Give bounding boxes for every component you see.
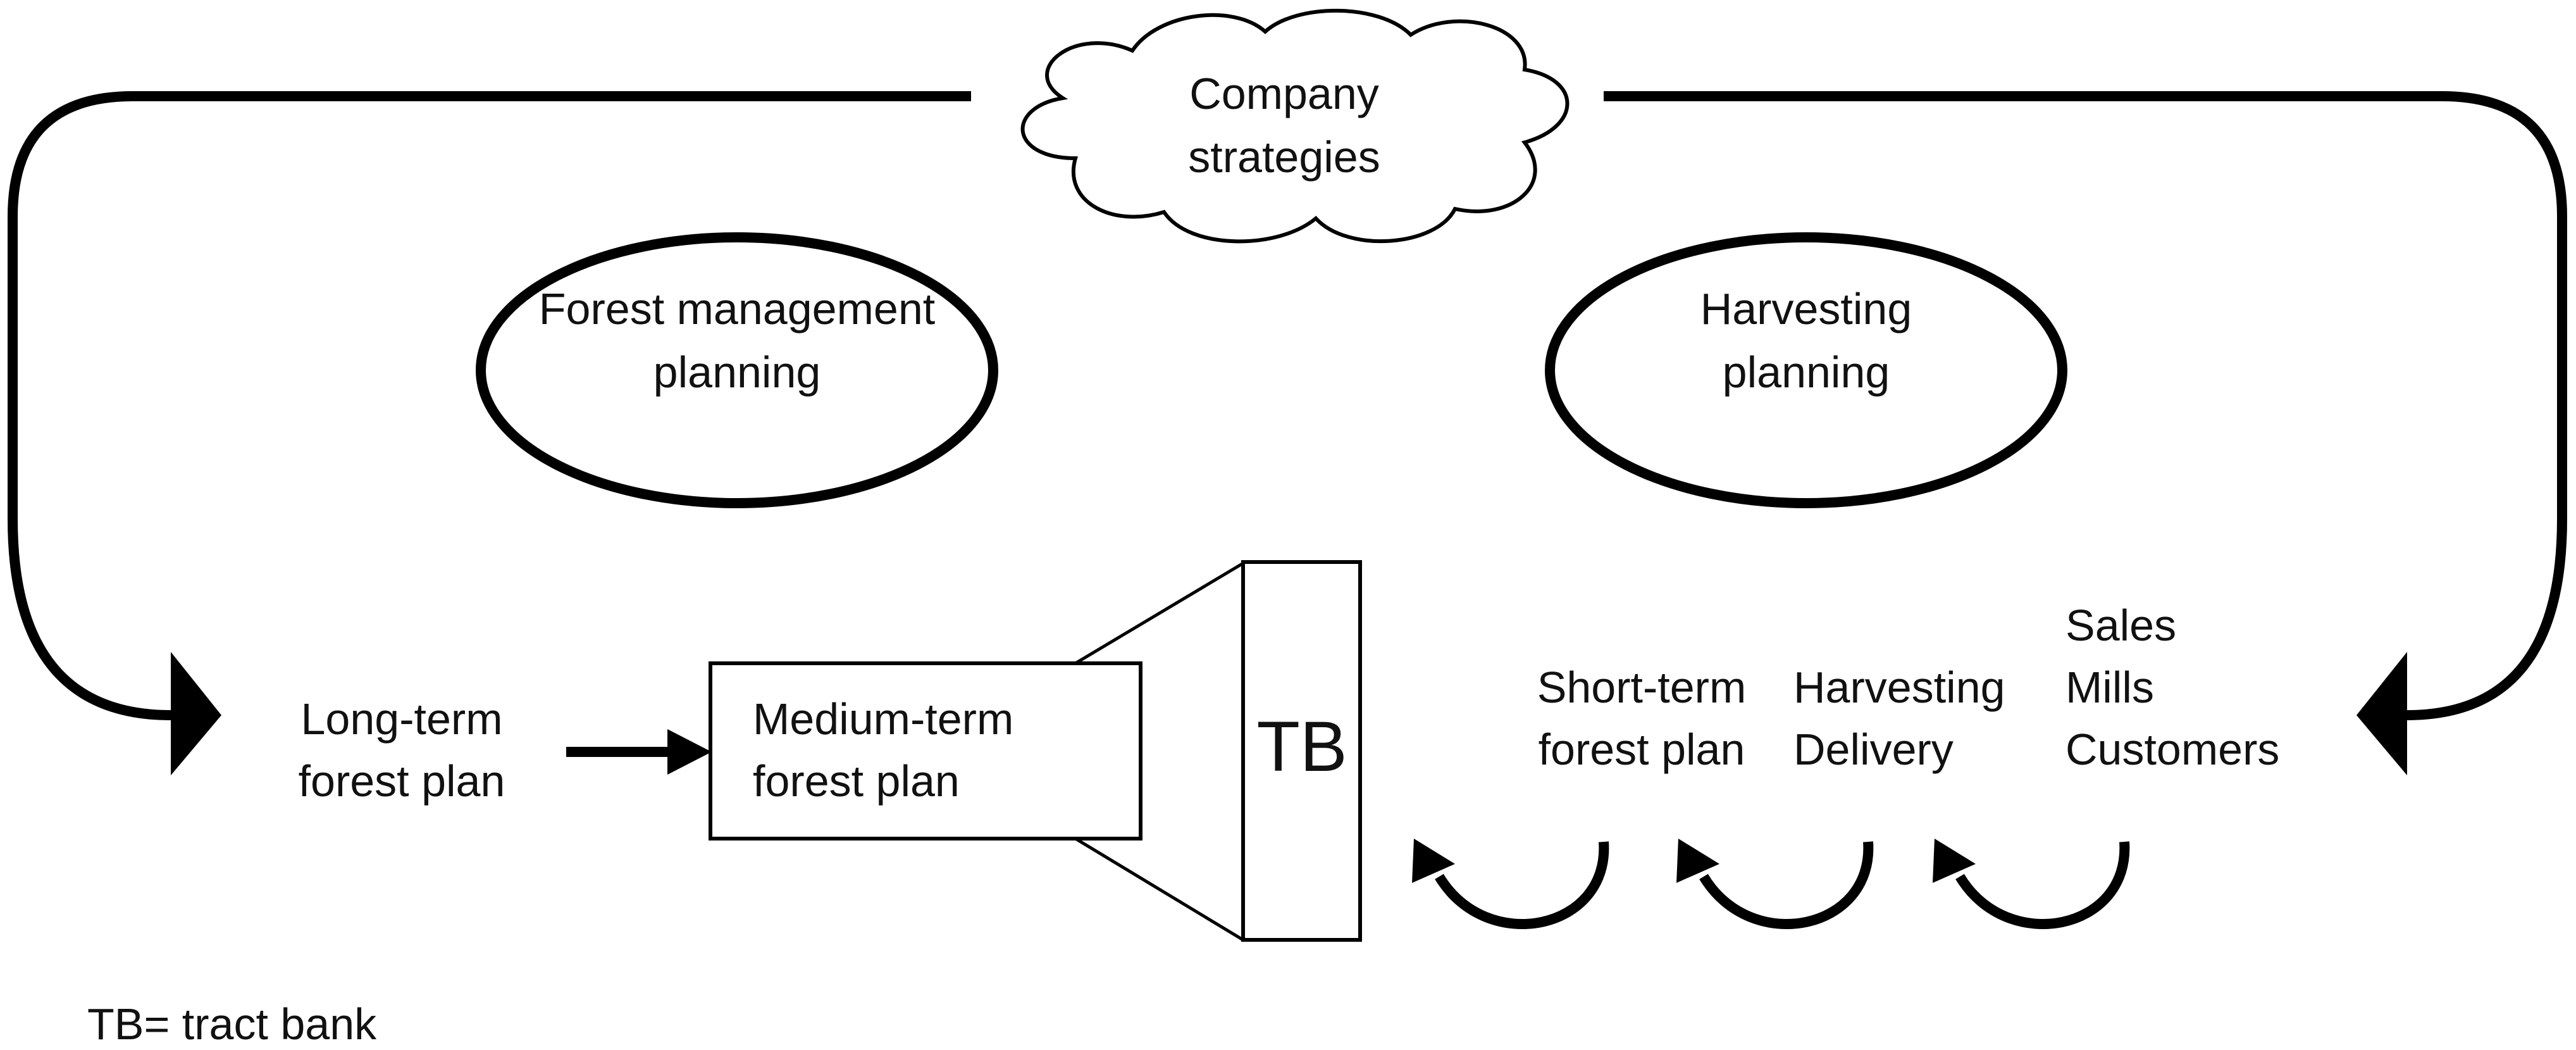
long-term-line-1: Long-term [300, 694, 502, 744]
harvesting-delivery-line-2: Delivery [1793, 725, 1954, 774]
stakeholders-line-2: Mills [2065, 663, 2154, 712]
cloud-line-2: strategies [1188, 132, 1380, 182]
cloud-outline [1020, 8, 1570, 244]
ellipse-left-line-2: planning [653, 347, 821, 397]
stakeholders-line-3: Customers [2065, 725, 2279, 774]
cloud-line-1: Company [1189, 69, 1379, 118]
forest-management-planning-ellipse: Forest management planning [476, 232, 998, 508]
curved-arrow-harvest-to-short [1676, 839, 1874, 929]
arrowhead-right [2356, 652, 2407, 775]
medium-term-plan-box: Medium-term forest plan [709, 661, 1142, 841]
harvesting-delivery-line-1: Harvesting [1793, 663, 2005, 712]
long-term-line-2: forest plan [299, 756, 505, 806]
short-term-line-2: forest plan [1539, 725, 1745, 774]
medium-term-line-1: Medium-term [753, 694, 1013, 744]
funnel-line-top [1074, 561, 1244, 665]
curved-arrow-sales-to-harvest [1933, 839, 2130, 929]
feedback-loop-right [1604, 91, 2567, 720]
curved-arrow-short-to-tb [1412, 839, 1609, 929]
tb-legend-note: TB= tract bank [87, 999, 377, 1049]
harvesting-planning-ellipse: Harvesting planning [1545, 232, 2067, 508]
funnel-line-bottom [1074, 837, 1244, 942]
tract-bank-label: TB [1256, 707, 1347, 786]
short-term-line-1: Short-term [1537, 663, 1747, 712]
ellipse-right-line-1: Harvesting [1700, 284, 1912, 334]
company-strategies-cloud: Company strategies [1020, 8, 1570, 244]
stakeholders-line-1: Sales [2065, 601, 2176, 650]
tract-bank-box: TB [1241, 560, 1362, 942]
medium-term-line-2: forest plan [753, 756, 960, 806]
ellipse-left-line-1: Forest management [539, 284, 935, 334]
long-to-medium-arrowhead [667, 729, 712, 775]
ellipse-right-line-2: planning [1723, 347, 1890, 397]
feedback-loop-left [8, 91, 971, 720]
arrowhead-left [171, 652, 221, 775]
